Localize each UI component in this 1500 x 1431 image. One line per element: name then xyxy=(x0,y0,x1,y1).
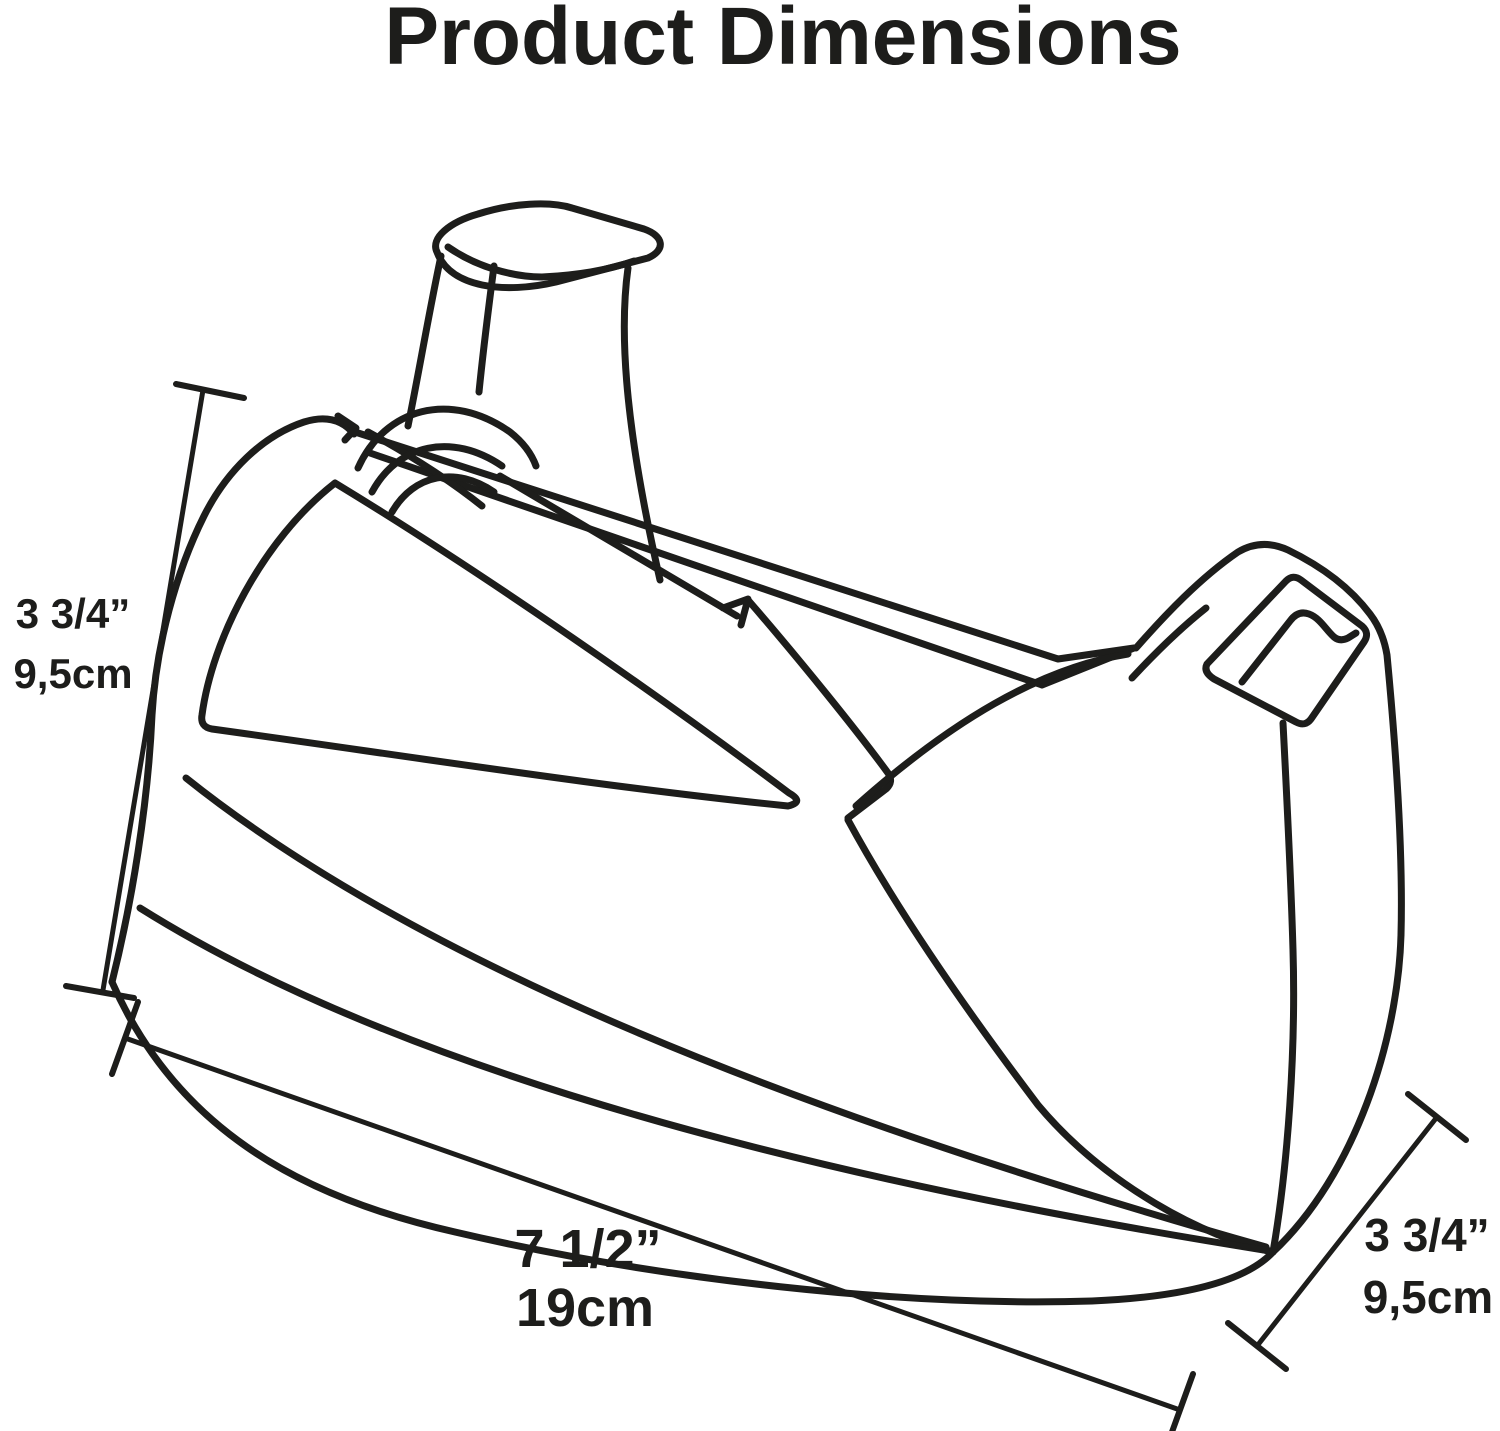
height-label-metric: 9,5cm xyxy=(13,650,132,697)
length-label-metric: 19cm xyxy=(516,1278,654,1338)
length-dimension-ticks xyxy=(109,999,1196,1431)
length-label-imperial: 7 1/2” xyxy=(514,1219,661,1279)
depth-label-metric: 9,5cm xyxy=(1363,1271,1493,1323)
slot-inner-curve xyxy=(852,650,1132,810)
length-dimension-line xyxy=(122,1035,1183,1413)
spindle-stem xyxy=(404,252,664,584)
depth-dimension-ticks xyxy=(1225,1091,1469,1372)
spindle-cap-front-edge xyxy=(444,243,638,281)
depth-label-imperial: 3 3/4” xyxy=(1364,1209,1489,1261)
depth-dimension-line xyxy=(1254,1114,1440,1349)
dispenser-body-left-outline xyxy=(108,415,358,986)
blade-head-outline xyxy=(1132,541,1405,1256)
tape-strip xyxy=(496,472,895,822)
height-label-imperial: 3 3/4” xyxy=(16,590,130,637)
side-recess-panel xyxy=(198,479,801,810)
tape-dispenser-drawing xyxy=(108,200,1405,1306)
dispenser-top-rim xyxy=(348,427,1138,689)
tape-roll-arcs xyxy=(354,405,540,516)
base-sweep-upper xyxy=(182,774,1270,1251)
dispenser-notch-step xyxy=(334,412,360,444)
blade-serration-curve xyxy=(1238,609,1360,686)
blade-plate-panel xyxy=(1202,573,1371,728)
dispenser-back-edge xyxy=(364,428,486,510)
dispenser-body-bottom-outline xyxy=(108,978,1277,1306)
page-title: Product Dimensions xyxy=(384,0,1181,82)
height-dimension-line xyxy=(100,387,206,993)
height-dimension-ticks xyxy=(63,381,247,1001)
base-sweep-lower xyxy=(136,904,1274,1255)
blade-head-front-edge xyxy=(1269,719,1298,1256)
blade-head-upslope-inner xyxy=(1128,604,1210,682)
dimension-annotations xyxy=(63,381,1469,1431)
